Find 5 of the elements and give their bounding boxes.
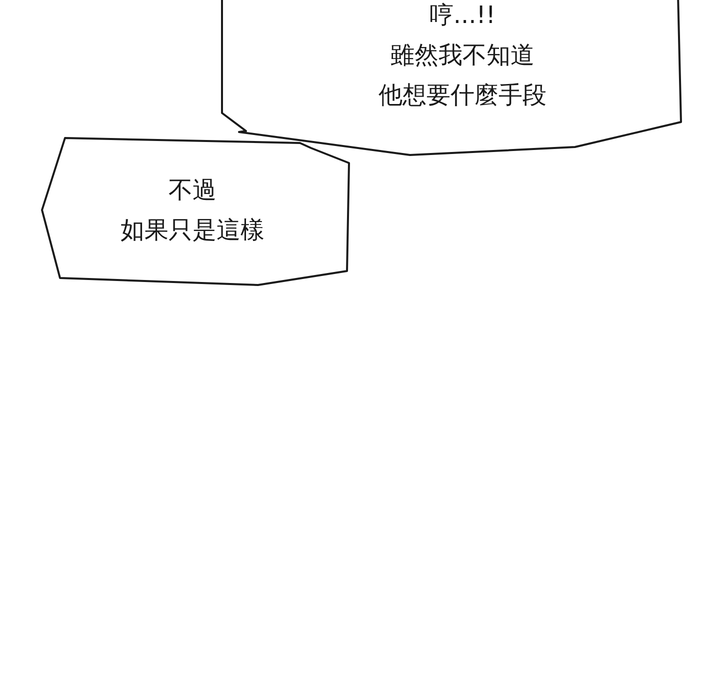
speech-text: 如果只是這樣 [120,215,264,246]
speech-text: 不過 [168,175,216,206]
speech-text: 他想要什麼手段 [378,80,546,111]
speech-text: 哼...!! [429,0,496,31]
speech-text: 雖然我不知道 [390,40,534,71]
